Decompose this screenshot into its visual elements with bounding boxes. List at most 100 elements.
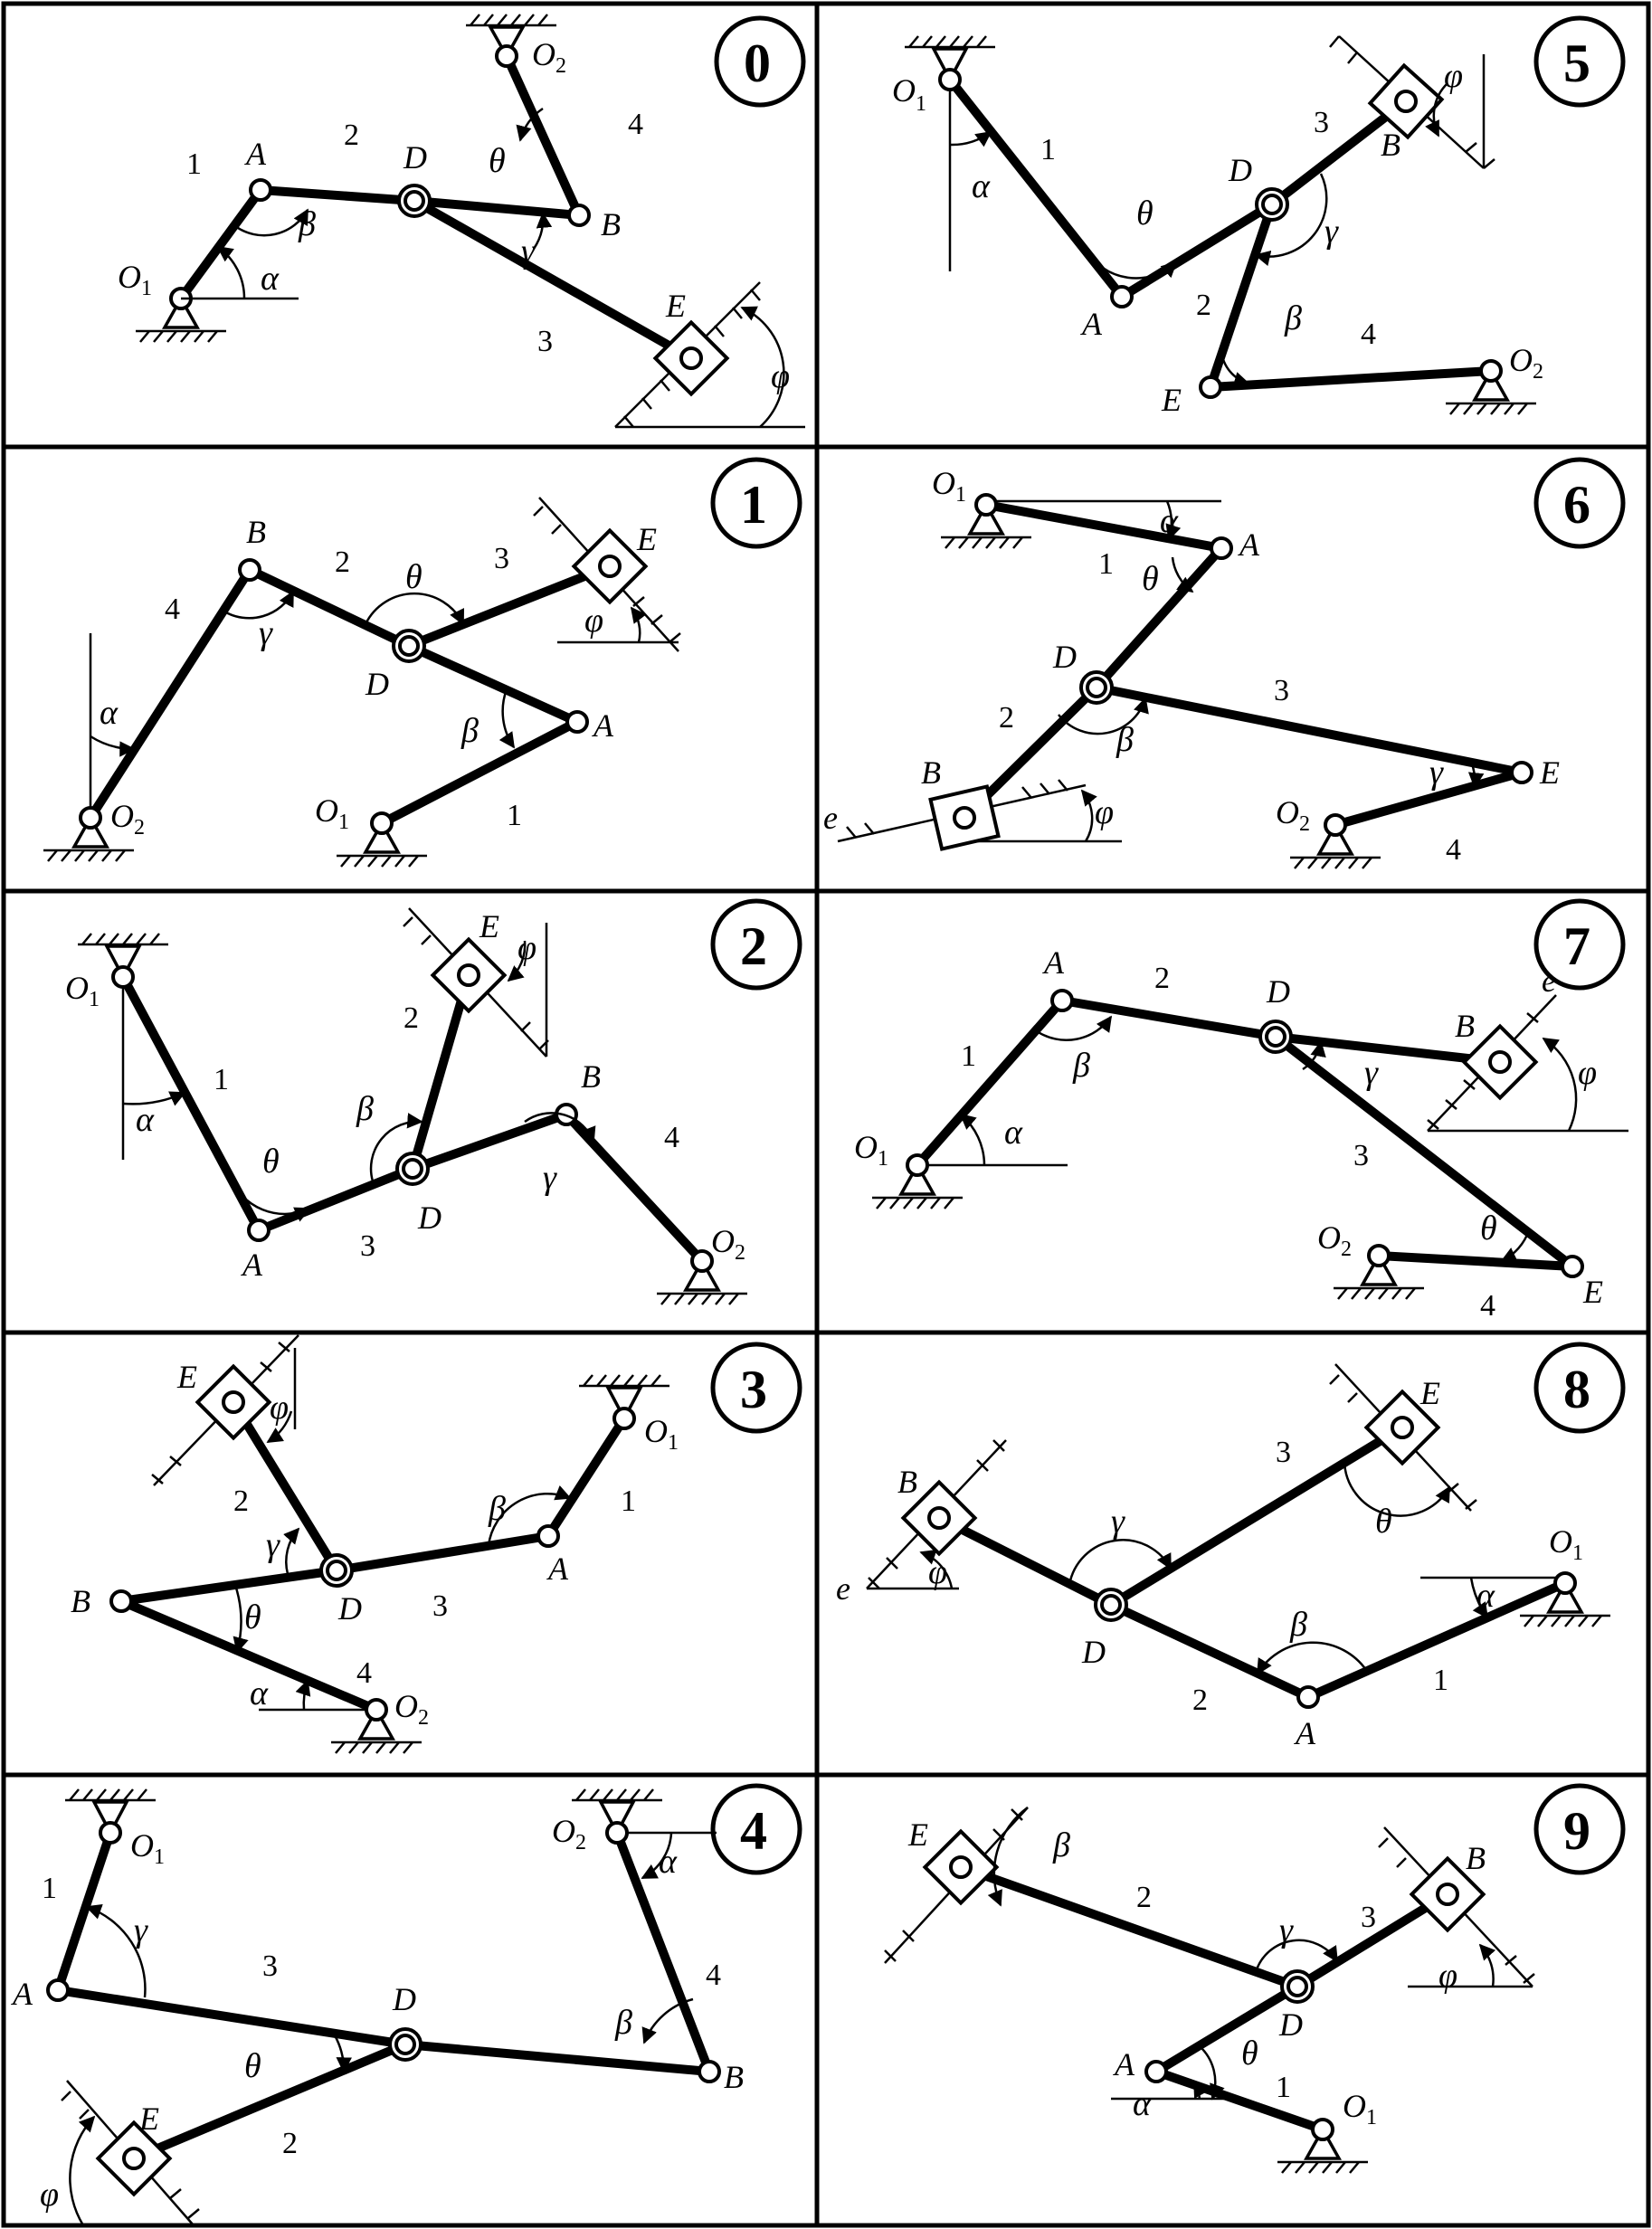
angle-gamma: γ xyxy=(521,232,536,270)
link-3 xyxy=(1271,1032,1577,1271)
panel-number: 5 xyxy=(1563,33,1590,93)
link-number-2: 2 xyxy=(404,1001,419,1035)
angle-alpha: α xyxy=(1133,2085,1152,2123)
panel-1: 1 O 2 O 1 xyxy=(43,457,802,868)
angle-alpha: α xyxy=(1004,1114,1023,1152)
joint-e xyxy=(1510,761,1533,784)
label-b: B xyxy=(1455,1008,1475,1044)
label-guide-e: e xyxy=(836,1570,850,1607)
joint-e xyxy=(122,2147,146,2170)
ground-support-o1 xyxy=(78,933,168,981)
joint-o1 xyxy=(906,1153,929,1177)
label-a: A xyxy=(241,1247,263,1283)
label-e: E xyxy=(665,288,686,324)
link-number-1: 1 xyxy=(961,1039,976,1073)
panel-4: 4 O 1 O 2 A xyxy=(11,1783,802,2226)
label-d: D xyxy=(1228,152,1252,188)
angle-beta: β xyxy=(614,2004,632,2042)
joint-d xyxy=(398,635,420,657)
link-number-3: 3 xyxy=(1353,1139,1369,1172)
label-e: E xyxy=(907,1816,928,1853)
angle-theta: θ xyxy=(489,142,506,180)
panel-7: 7 O 1 O 2 xyxy=(854,898,1628,1323)
joint-o1 xyxy=(1553,1571,1577,1595)
angle-phi: φ xyxy=(40,2176,59,2214)
label-a: A xyxy=(592,707,614,744)
joint-o2 xyxy=(365,1698,388,1722)
link-number-3: 3 xyxy=(262,1949,278,1983)
label-o1-sub: 1 xyxy=(1366,2106,1377,2129)
label-b: B xyxy=(724,2059,744,2095)
angle-beta: β xyxy=(298,205,316,243)
label-o1: O xyxy=(130,1827,154,1864)
link-number-2: 2 xyxy=(282,2127,298,2160)
angle-alpha: α xyxy=(136,1101,155,1139)
link-2 xyxy=(245,565,413,650)
link-number-1: 1 xyxy=(1276,2071,1291,2104)
link-2 xyxy=(408,971,473,1173)
label-o1-sub: 1 xyxy=(955,483,966,507)
panel-2: 2 O 1 O 2 xyxy=(65,898,802,1305)
label-b: B xyxy=(897,1464,917,1500)
label-d: D xyxy=(365,666,389,702)
ground-support-o2 xyxy=(657,1257,747,1305)
link-1 xyxy=(544,1414,629,1541)
link-4 xyxy=(502,52,584,220)
label-o1: O xyxy=(644,1413,668,1449)
joint-a xyxy=(1110,285,1134,308)
label-o2: O xyxy=(110,798,134,834)
angle-theta: θ xyxy=(1375,1503,1392,1541)
link-number-4: 4 xyxy=(664,1121,679,1154)
angle-beta: β xyxy=(488,1490,506,1528)
joint-b xyxy=(238,558,261,582)
link-number-4: 4 xyxy=(165,593,180,626)
link-number-4: 4 xyxy=(706,1959,721,1992)
panel-number-circle xyxy=(710,457,802,549)
link-2 xyxy=(256,185,419,205)
link-4 xyxy=(612,1828,714,2076)
joint-e xyxy=(1391,1416,1414,1439)
link-4 xyxy=(117,1597,381,1714)
label-e: E xyxy=(1582,1274,1603,1310)
label-o1-sub: 1 xyxy=(89,988,100,1011)
angle-gamma: γ xyxy=(134,1911,148,1949)
angle-alpha: α xyxy=(659,1843,678,1881)
angle-gamma: γ xyxy=(259,614,273,652)
link-number-3: 3 xyxy=(1274,674,1289,707)
joint-d xyxy=(404,190,425,212)
angle-phi: φ xyxy=(270,1389,289,1427)
joint-o1 xyxy=(111,965,135,989)
link-3 xyxy=(332,1532,553,1575)
link-3 xyxy=(1293,1890,1452,1991)
joint-o2 xyxy=(495,44,518,68)
link-number-1: 1 xyxy=(1433,1664,1448,1697)
link-number-1: 1 xyxy=(186,147,202,181)
joint-b xyxy=(953,806,976,830)
label-e: E xyxy=(479,908,499,944)
link-ad xyxy=(1152,1982,1302,2076)
joint-b xyxy=(1394,90,1418,113)
angle-phi: φ xyxy=(771,357,790,395)
link-3 xyxy=(53,1986,410,2049)
angle-theta: θ xyxy=(1241,2035,1258,2072)
ground-support-o2 xyxy=(1446,367,1536,415)
label-d: D xyxy=(1081,1634,1106,1670)
angle-alpha: α xyxy=(972,167,991,205)
link-3 xyxy=(1117,200,1277,301)
joint-o1 xyxy=(938,68,962,91)
label-o2: O xyxy=(394,1688,418,1724)
link-number-4: 4 xyxy=(1446,833,1461,867)
panel-number: 6 xyxy=(1563,475,1590,535)
joint-a xyxy=(1296,1685,1320,1709)
label-o2: O xyxy=(711,1223,735,1259)
panel-number: 0 xyxy=(744,33,771,93)
label-o2-sub: 2 xyxy=(555,54,566,78)
angle-gamma: γ xyxy=(1429,754,1444,792)
label-b: B xyxy=(921,754,941,791)
joint-a xyxy=(247,1219,271,1242)
joint-a xyxy=(1050,989,1074,1012)
label-o1-sub: 1 xyxy=(141,277,152,300)
link-number-3: 3 xyxy=(432,1589,448,1623)
angle-gamma: γ xyxy=(266,1526,280,1564)
link-1 xyxy=(982,500,1226,553)
